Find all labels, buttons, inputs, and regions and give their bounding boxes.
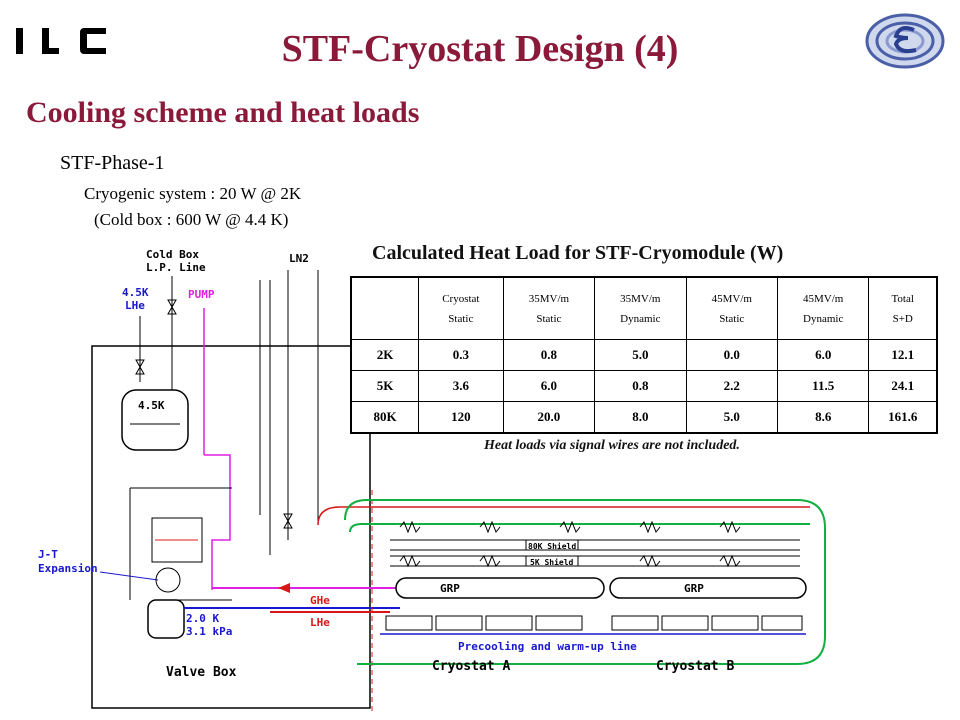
row-label: 80K: [350, 401, 419, 434]
table-cell: 12.1: [868, 339, 938, 371]
table-note: Heat loads via signal wires are not incl…: [484, 438, 740, 453]
table-cell: 8.0: [594, 401, 687, 434]
lhe-line-label: LHe: [310, 616, 330, 629]
table-cell: 0.8: [502, 339, 596, 371]
row-label: 5K: [350, 370, 419, 402]
table-cell: 0.3: [418, 339, 504, 371]
cryostat-a-label: Cryostat A: [432, 659, 510, 674]
table-cell: 6.0: [776, 339, 870, 371]
grp-a-label: GRP: [440, 582, 460, 595]
row-label: 2K: [350, 339, 419, 371]
cold-box-text: (Cold box : 600 W @ 4.4 K): [94, 210, 289, 229]
table-cell: 11.5: [776, 370, 870, 402]
jt-label: J-T: [38, 548, 58, 561]
tank-2k: [147, 599, 185, 639]
table-row: 5K 3.6 6.0 0.8 2.2 11.5 24.1: [350, 370, 938, 402]
shield-80k-label: 80K Shield: [528, 541, 576, 551]
table-cell: 3.6: [418, 370, 504, 402]
tank-2k-pressure: 3.1 kPa: [186, 625, 232, 638]
ghe-label: GHe: [310, 594, 330, 607]
section-subtitle: Cooling scheme and heat loads: [26, 96, 420, 129]
shield-5k-label: 5K Shield: [530, 557, 574, 567]
slide-title: STF-Cryostat Design (4): [281, 28, 679, 70]
kek-logo: [865, 13, 945, 69]
table-cell: 24.1: [868, 370, 938, 402]
table-cell: 5.0: [594, 339, 687, 371]
lhe-supply-label: LHe: [125, 299, 145, 312]
lp-line-label: L.P. Line: [146, 261, 206, 274]
cold-box-label: Cold Box: [146, 248, 199, 261]
table-cell: 161.6: [868, 401, 938, 434]
pump-label: PUMP: [188, 288, 215, 301]
tank-2k-temp: 2.0 K: [186, 612, 219, 625]
cryogenic-system-text: Cryogenic system : 20 W @ 2K: [84, 184, 302, 203]
ilc-logo: [16, 28, 106, 54]
table-cell: 8.6: [776, 401, 870, 434]
table-cell: 20.0: [502, 401, 596, 434]
valve-box-label: Valve Box: [166, 665, 237, 680]
tank-45k-label: 4.5K: [138, 399, 165, 412]
table-title: Calculated Heat Load for STF-Cryomodule …: [372, 242, 784, 264]
table-cell: 6.0: [502, 370, 596, 402]
cryostat-b-label: Cryostat B: [656, 659, 734, 674]
ln2-label: LN2: [289, 252, 309, 265]
table-row: 2K 0.3 0.8 5.0 0.0 6.0 12.1: [350, 339, 938, 371]
grp-pipe-a: [395, 577, 605, 599]
grp-b-label: GRP: [684, 582, 704, 595]
table-cell: 5.0: [685, 401, 778, 434]
lhe-45k-label: 4.5K: [122, 286, 149, 299]
jt-expansion-label: Expansion: [38, 562, 98, 575]
table-row: 80K 120 20.0 8.0 5.0 8.6 161.6: [350, 401, 938, 434]
table-cell: 120: [418, 401, 504, 434]
table-cell: 0.0: [685, 339, 778, 371]
table-cell: 2.2: [685, 370, 778, 402]
precool-label: Precooling and warm-up line: [458, 640, 637, 653]
table-cell: 0.8: [594, 370, 687, 402]
header-corner: [350, 276, 419, 340]
grp-pipe-b: [609, 577, 807, 599]
valve-box-outline: [91, 345, 371, 709]
tank-45k: [121, 389, 189, 451]
phase-label: STF-Phase-1: [60, 152, 165, 174]
